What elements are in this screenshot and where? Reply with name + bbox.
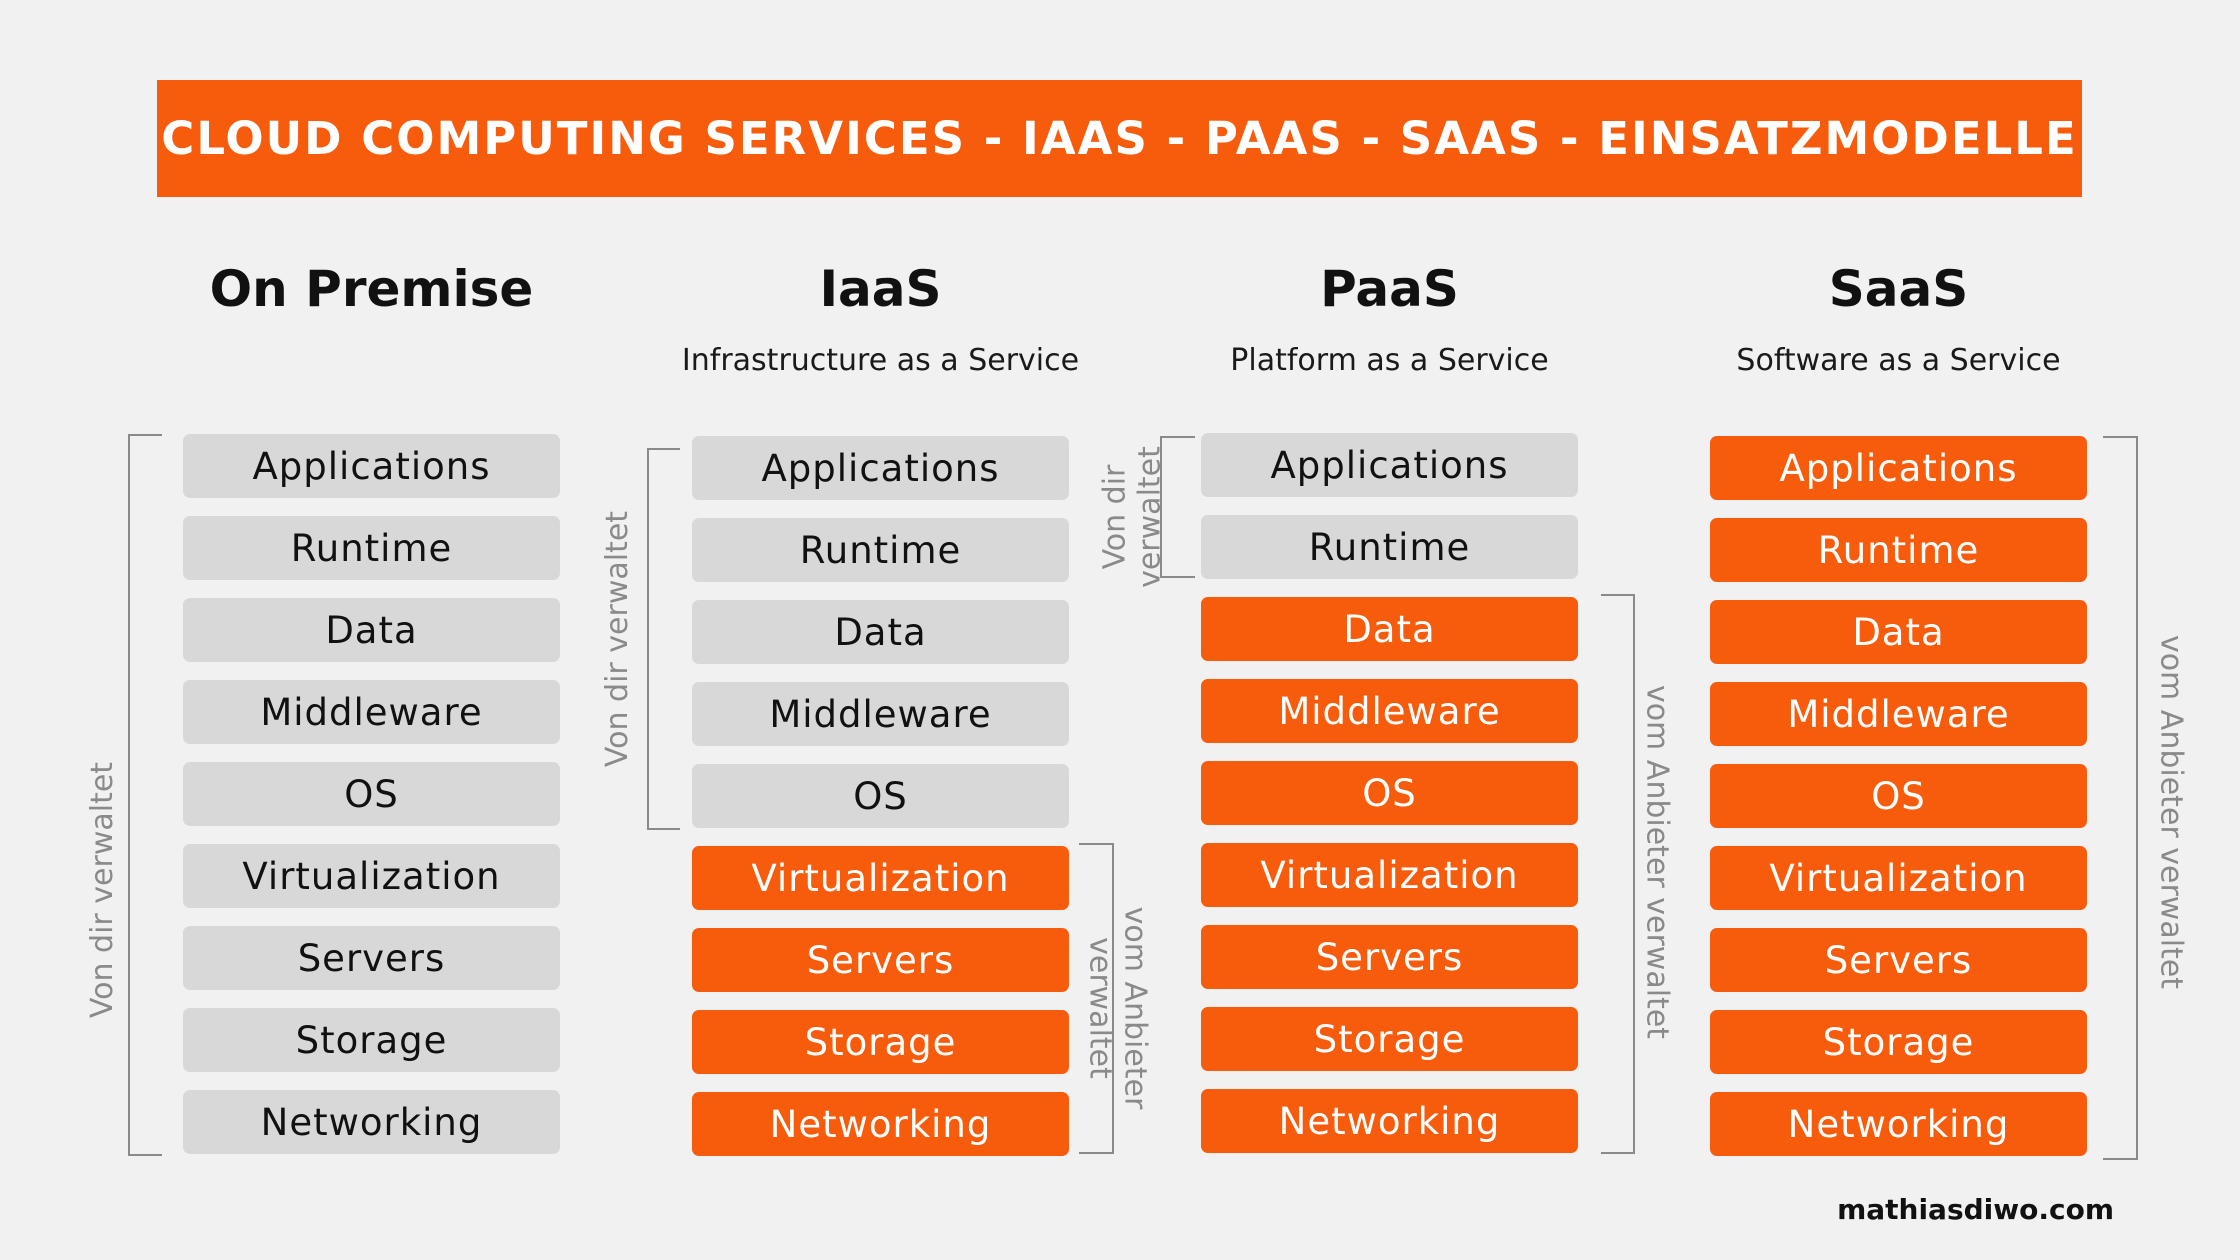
stack-box-networking: Networking [183, 1090, 560, 1154]
stack-box-middleware: Middleware [1201, 679, 1578, 743]
stack-box-networking: Networking [1710, 1092, 2087, 1156]
bracket-label-line: Von dir verwaltet [599, 510, 635, 768]
stack-box-middleware: Middleware [1710, 682, 2087, 746]
stack-box-storage: Storage [1201, 1007, 1578, 1071]
stack-box-runtime: Runtime [1201, 515, 1578, 579]
stack-box-runtime: Runtime [1710, 518, 2087, 582]
bracket-paas-1 [1601, 594, 1635, 1154]
bracket-iaas-1 [1079, 843, 1114, 1154]
stack-box-virtualization: Virtualization [1710, 846, 2087, 910]
stack-box-applications: Applications [183, 434, 560, 498]
stack-box-middleware: Middleware [692, 682, 1069, 746]
stack-box-runtime: Runtime [692, 518, 1069, 582]
stack-box-data: Data [692, 600, 1069, 664]
bracket-label-paas-1: vom Anbieter verwaltet [1639, 685, 1674, 1039]
stack-box-servers: Servers [1201, 925, 1578, 989]
stack-box-applications: Applications [692, 436, 1069, 500]
footer-credit: mathiasdiwo.com [1837, 1193, 2114, 1226]
column-title-iaas: IaaS [819, 260, 942, 318]
stack-box-data: Data [1710, 600, 2087, 664]
bracket-label-line: vom Anbieter verwaltet [2153, 634, 2189, 990]
column-title-on-premise: On Premise [209, 260, 534, 318]
bracket-label-line: vom Anbieter verwaltet [1639, 684, 1675, 1040]
bracket-label-line: verwaltet [1132, 446, 1167, 588]
bracket-label-line: Von dir verwaltet [84, 761, 120, 1019]
stack-box-virtualization: Virtualization [692, 846, 1069, 910]
stack-box-middleware: Middleware [183, 680, 560, 744]
bracket-saas-0 [2103, 436, 2138, 1160]
stack-box-servers: Servers [183, 926, 560, 990]
stack-box-virtualization: Virtualization [183, 844, 560, 908]
stack-box-servers: Servers [692, 928, 1069, 992]
stack-box-networking: Networking [692, 1092, 1069, 1156]
column-title-saas: SaaS [1828, 260, 1969, 318]
column-subtitle-saas: Software as a Service [1736, 343, 2061, 378]
banner-title: CLOUD COMPUTING SERVICES - IAAS - PAAS -… [161, 112, 2078, 165]
stack-box-storage: Storage [183, 1008, 560, 1072]
bracket-label-line: verwaltet [1083, 937, 1118, 1079]
column-title-paas: PaaS [1320, 260, 1459, 318]
stack-box-storage: Storage [1710, 1010, 2087, 1074]
stack-box-virtualization: Virtualization [1201, 843, 1578, 907]
bracket-on-premise-0 [128, 434, 162, 1156]
stack-box-applications: Applications [1201, 433, 1578, 497]
title-banner: CLOUD COMPUTING SERVICES - IAAS - PAAS -… [157, 80, 2082, 197]
bracket-paas-0 [1160, 436, 1195, 578]
stack-box-storage: Storage [692, 1010, 1069, 1074]
stack-box-runtime: Runtime [183, 516, 560, 580]
stack-box-os: OS [1201, 761, 1578, 825]
stack-box-os: OS [692, 764, 1069, 828]
stack-box-servers: Servers [1710, 928, 2087, 992]
stack-box-os: OS [183, 762, 560, 826]
stack-box-data: Data [1201, 597, 1578, 661]
bracket-label-saas-0: vom Anbieter verwaltet [2153, 635, 2188, 989]
stack-box-networking: Networking [1201, 1089, 1578, 1153]
column-subtitle-iaas: Infrastructure as a Service [681, 343, 1080, 378]
bracket-label-line: vom Anbieter [1117, 906, 1153, 1110]
stack-box-data: Data [183, 598, 560, 662]
bracket-iaas-0 [647, 448, 680, 830]
bracket-label-iaas-0: Von dir verwaltet [599, 510, 636, 768]
stack-box-os: OS [1710, 764, 2087, 828]
bracket-label-on-premise-0: Von dir verwaltet [84, 761, 121, 1019]
column-subtitle-paas: Platform as a Service [1230, 343, 1549, 378]
stack-box-applications: Applications [1710, 436, 2087, 500]
bracket-label-line: Von dir [1097, 464, 1133, 570]
